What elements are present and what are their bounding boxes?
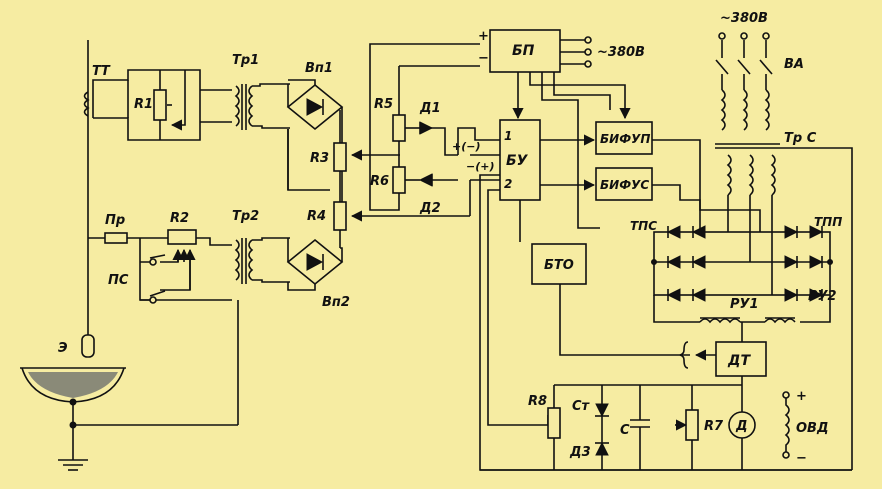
electrode-feeder <box>81 40 95 358</box>
label-tt: ТТ <box>92 64 111 79</box>
label-r6: R6 <box>370 174 389 189</box>
label-tr1: Тр1 <box>232 53 259 68</box>
label-tr2: Тр2 <box>232 209 259 224</box>
bp-supply <box>560 36 592 68</box>
label-minus-bp: − <box>478 51 489 66</box>
label-d2: Д2 <box>419 201 441 216</box>
label-d1: Д1 <box>419 101 441 116</box>
label-bp: БП <box>512 43 535 59</box>
labels: ТТ R1 Тр1 Вп1 R5 Д1 R3 R6 Д2 R4 Пр R2 Тр… <box>58 11 842 466</box>
label-d: Д <box>735 419 748 434</box>
ground-symbol <box>58 459 88 471</box>
label-bto: БТО <box>544 258 574 273</box>
label-bifup: БИФУП <box>600 132 650 146</box>
r2-circuit <box>88 229 232 304</box>
label-ovd-plus: + <box>796 389 807 404</box>
label-trs: Тр С <box>784 131 817 146</box>
thyristor-bridge <box>651 225 833 324</box>
label-r5: R5 <box>374 97 393 112</box>
label-st: Ст <box>572 399 591 414</box>
label-bu: БУ <box>506 153 529 169</box>
label-ovd-minus: − <box>796 451 807 466</box>
block-bu <box>499 119 541 201</box>
bp-outputs <box>512 72 631 229</box>
label-ru1: РУ1 <box>730 297 759 312</box>
label-tps: ТПС <box>630 219 657 233</box>
electrode <box>81 334 95 358</box>
label-plus-bp: + <box>478 29 489 44</box>
label-tpp: ТПП <box>814 215 842 229</box>
label-c: С <box>620 423 630 438</box>
block-dt <box>715 341 767 377</box>
label-r3: R3 <box>310 151 329 166</box>
label-r8: R8 <box>528 394 547 409</box>
label-bifus: БИФУС <box>600 178 649 192</box>
label-r7: R7 <box>704 419 724 434</box>
rectifier-vp1 <box>286 79 344 210</box>
label-bu-in1: 1 <box>504 129 512 143</box>
motor-circuit <box>547 384 790 470</box>
label-pol2: −(+) <box>466 160 495 173</box>
label-vp2: Вп2 <box>322 295 350 310</box>
label-ru2: РУ2 <box>808 289 837 304</box>
label-pol1: +(−) <box>452 140 481 153</box>
label-r4: R4 <box>307 209 326 224</box>
dt-connections <box>679 322 743 400</box>
transformer-tr1 <box>234 83 290 130</box>
label-r1: R1 <box>134 97 153 112</box>
label-vp1: Вп1 <box>305 61 333 76</box>
label-supply-top: ~380В <box>720 11 768 26</box>
block-bifus <box>595 167 653 201</box>
supply-va <box>715 32 773 131</box>
label-dt: ДТ <box>727 353 751 369</box>
label-ovd: ОВД <box>796 421 829 436</box>
block-bp <box>489 29 561 73</box>
furnace-bath <box>20 367 238 471</box>
label-pr: Пр <box>105 213 125 228</box>
label-supply-bp: ~380В <box>597 45 645 60</box>
rectifier-vp2 <box>286 238 344 291</box>
label-va: ВА <box>784 57 804 72</box>
r1-circuit <box>92 69 232 141</box>
label-ps: ПС <box>108 273 129 288</box>
label-r2: R2 <box>170 211 189 226</box>
potentiometers <box>333 43 500 248</box>
block-bto <box>531 243 587 285</box>
label-d3: Д3 <box>569 445 591 460</box>
block-bifup <box>595 121 653 155</box>
transformer-tr2 <box>234 237 290 425</box>
label-bu-in2: 2 <box>504 177 512 191</box>
transformer-trs <box>715 143 853 470</box>
fuse-pr <box>104 232 128 244</box>
label-e: Э <box>58 341 68 356</box>
